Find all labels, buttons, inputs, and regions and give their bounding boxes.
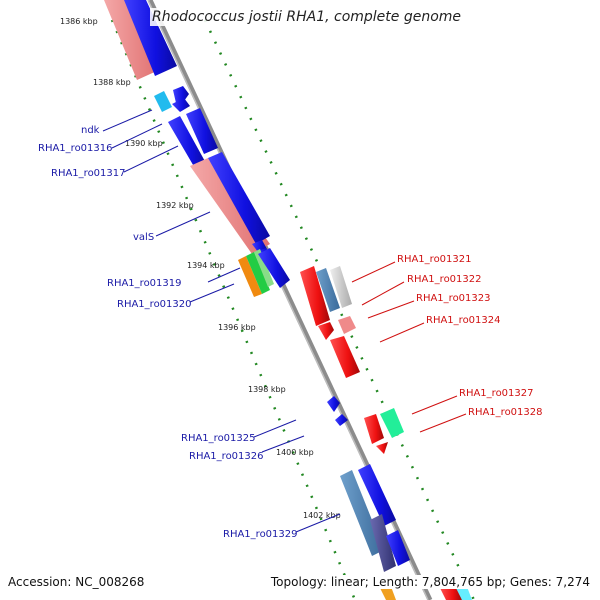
map-title: Rhodococcus jostii RHA1, complete genome [150, 8, 594, 26]
gene-ro01327 [364, 414, 384, 444]
gene-ndk [154, 91, 172, 112]
gene-blue-long [208, 152, 270, 244]
gene-red-long [330, 336, 360, 378]
gene-ro01320 [246, 252, 270, 294]
gene-ro01324 [338, 316, 356, 334]
gene-ro01328 [380, 408, 404, 438]
genome-summary-text: Topology: linear; Length: 7,804,765 bp; … [270, 575, 590, 589]
gene-label-ro01327: RHA1_ro01327 [459, 388, 534, 399]
gene-ro01316 [172, 98, 190, 112]
leader-ro01323 [367, 300, 415, 319]
scale-label-1396: 1396 kbp [218, 323, 256, 332]
scale-label-1386: 1386 kbp [60, 17, 98, 26]
gene-blue-small [252, 240, 267, 252]
gene-ro01326 [335, 414, 348, 426]
gene-label-ro01320: RHA1_ro01320 [117, 299, 192, 310]
leader-ro01326 [261, 435, 305, 453]
accession-text: Accession: NC_008268 [8, 575, 145, 589]
leader-ro01327 [411, 395, 458, 415]
leader-ro01322 [361, 281, 405, 306]
scale-label-1388: 1388 kbp [93, 78, 131, 87]
gene-label-ro01316: RHA1_ro01316 [38, 143, 113, 154]
gene-blue-lower [358, 464, 396, 526]
leader-ro01324 [379, 322, 425, 343]
gene-ro01322 [316, 268, 340, 312]
gene-ro01325 [327, 396, 340, 412]
leader-ro01319 [207, 267, 241, 283]
gene-label-ro01326: RHA1_ro01326 [189, 451, 264, 462]
gene-ro01329 [340, 470, 384, 556]
gene-green-2 [254, 249, 274, 287]
gene-label-ro01324: RHA1_ro01324 [426, 315, 501, 326]
leader-valS [155, 211, 211, 237]
gene-label-ro01319: RHA1_ro01319 [107, 278, 182, 289]
gene-label-ro01321: RHA1_ro01321 [397, 254, 472, 265]
gene-ro01317-b [186, 108, 218, 154]
gene-ro01323 [330, 266, 352, 308]
scale-label-1402: 1402 kbp [303, 511, 341, 520]
scale-label-1390: 1390 kbp [125, 139, 163, 148]
gene-blue-after [258, 248, 290, 288]
gene-label-ro01325: RHA1_ro01325 [181, 433, 256, 444]
leader-ro01317 [123, 145, 179, 173]
leader-ro01316 [111, 123, 163, 149]
leader-ro01325 [253, 419, 297, 438]
gene-blue-top [124, 0, 177, 76]
gene-pink-top [104, 0, 159, 80]
gene-label-ro01322: RHA1_ro01322 [407, 274, 482, 285]
scale-label-1394: 1394 kbp [187, 261, 225, 270]
gene-label-valS: valS [133, 232, 154, 243]
gene-ro01319 [238, 256, 262, 297]
gene-label-ro01323: RHA1_ro01323 [416, 293, 491, 304]
gene-label-ro01328: RHA1_ro01328 [468, 407, 543, 418]
leader-ro01329 [295, 513, 341, 533]
leader-ro01321 [351, 261, 396, 283]
gene-blue-lower-b [386, 530, 410, 566]
gene-label-ndk: ndk [81, 125, 100, 136]
gene-ro01317 [168, 116, 207, 170]
leader-ndk [102, 109, 153, 132]
scale-label-1398: 1398 kbp [248, 385, 286, 394]
leader-ro01328 [419, 413, 467, 433]
gene-label-ro01329: RHA1_ro01329 [223, 529, 298, 540]
leader-ro01320 [189, 283, 235, 303]
gene-red-arrow-b [376, 442, 388, 454]
scale-label-1400: 1400 kbp [276, 448, 314, 457]
gene-navy-lower [370, 514, 396, 572]
gene-label-ro01317: RHA1_ro01317 [51, 168, 126, 179]
gene-red-arrow-a [318, 322, 334, 340]
scale-label-1392: 1392 kbp [156, 201, 194, 210]
gene-ro01321 [300, 266, 330, 326]
